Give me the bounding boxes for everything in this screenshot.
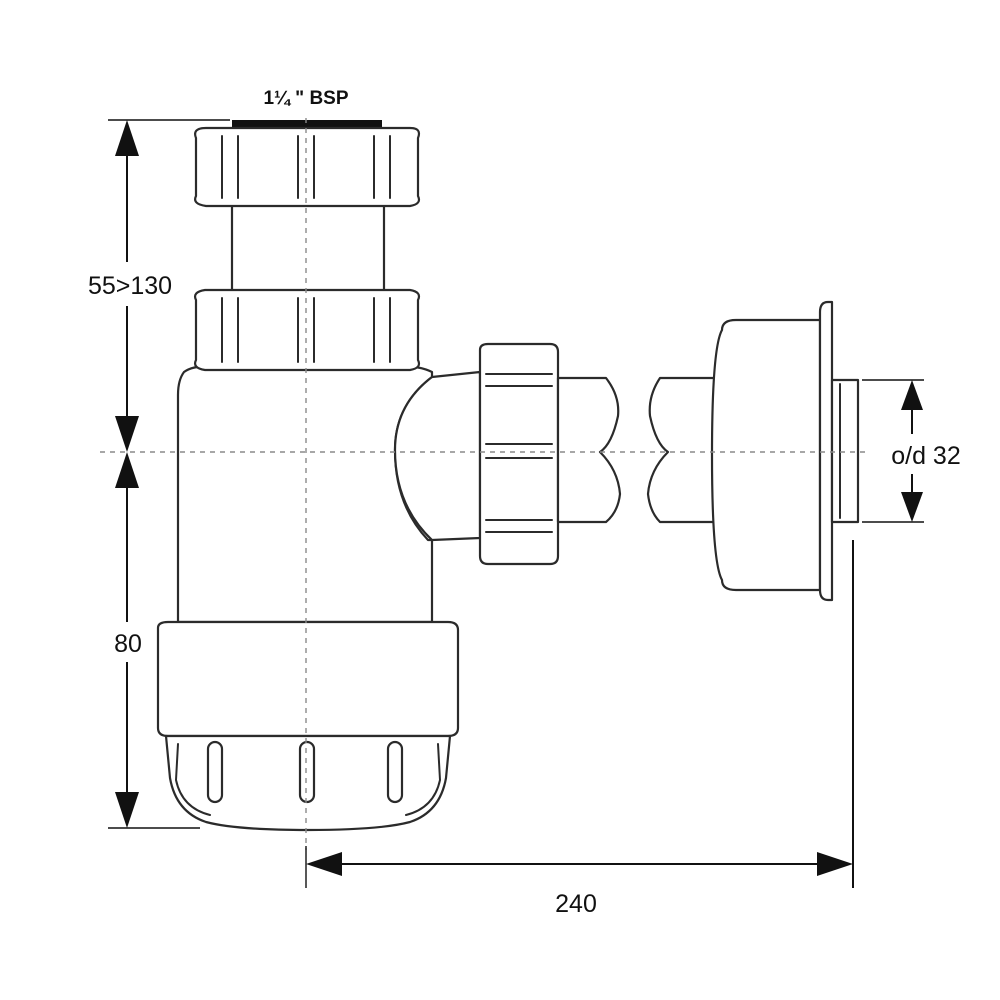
outlet-neck bbox=[393, 370, 482, 542]
overall-length-label: 240 bbox=[555, 890, 597, 918]
cap-rib bbox=[298, 740, 316, 804]
height-adjust-label: 55>130 bbox=[88, 272, 172, 300]
thread-spec-label: 1¼ " BSP bbox=[263, 88, 348, 109]
thread-band bbox=[232, 120, 382, 129]
top-nut bbox=[194, 126, 421, 208]
telescopic-tube bbox=[230, 196, 386, 298]
wall-flange-plate bbox=[818, 300, 834, 602]
seal-depth-label: 80 bbox=[114, 630, 142, 658]
cap-rib bbox=[206, 740, 224, 804]
waste-pipe-left bbox=[556, 376, 622, 524]
outlet-diameter-label: o/d 32 bbox=[891, 442, 961, 470]
dimension-overall-length bbox=[306, 852, 853, 876]
waste-pipe-right bbox=[646, 376, 724, 524]
bottom-cap-collar bbox=[156, 620, 460, 738]
lower-nut bbox=[193, 288, 421, 372]
outlet-spigot bbox=[830, 378, 860, 524]
wall-flange-cup bbox=[710, 318, 822, 592]
outlet-nut bbox=[478, 342, 560, 566]
cap-rib bbox=[386, 740, 404, 804]
trap-body bbox=[176, 364, 434, 624]
